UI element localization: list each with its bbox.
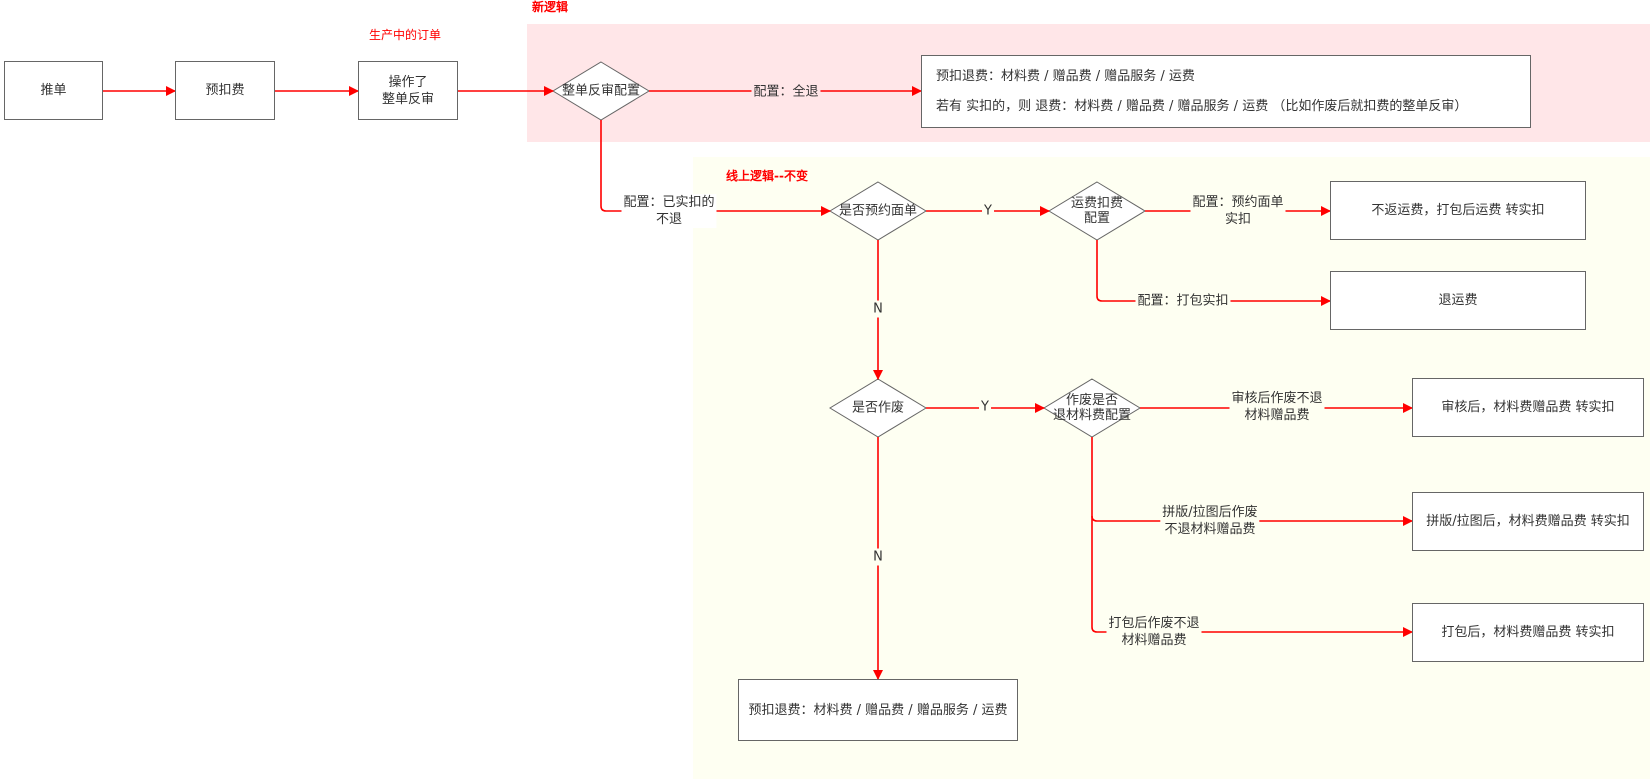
edge-void-config-imposition (1091, 515, 1413, 526)
edge-label-actual-no-refund: 配置：已实扣的 不退 (621, 194, 717, 228)
is-waybill-label: 是否预约面单 (838, 203, 918, 219)
edge-void-config-trunk (1091, 437, 1098, 633)
after-packing-result-box: 打包后，材料费赠品费 转实扣 (1412, 603, 1644, 662)
pre-deduct-node: 预扣费 (175, 61, 275, 120)
is-void-label: 是否作废 (851, 400, 905, 416)
edge-label-waybill-actual: 配置：预约面单 实扣 (1190, 194, 1286, 228)
online-logic-title: 线上逻辑--不变 (726, 169, 808, 183)
edge-label-packing-void: 打包后作废不退 材料赠品费 (1106, 615, 1202, 649)
edge-label-n1: N (871, 300, 885, 318)
full-refund-result-box: 预扣退费：材料费 / 赠品费 / 赠品服务 / 运费 若有 实扣的，则 退费：材… (921, 55, 1531, 128)
edge-label-review-void: 审核后作废不退 材料赠品费 (1229, 390, 1325, 424)
edge-label-y1: Y (982, 202, 994, 220)
full-refund-line-1: 预扣退费：材料费 / 赠品费 / 赠品服务 / 运费 (936, 69, 1195, 84)
after-imposition-result-box: 拼版/拉图后，材料费赠品费 转实扣 (1412, 492, 1644, 551)
edge-label-full-refund: 配置：全退 (751, 83, 821, 101)
edge-label-packing-actual: 配置：打包实扣 (1135, 292, 1231, 310)
shipping-config-label: 运费扣费 配置 (1070, 196, 1124, 226)
edge-shipping-packing-actual (1096, 240, 1331, 306)
full-refund-line-2: 若有 实扣的，则 退费：材料费 / 赠品费 / 赠品服务 / 运费 （比如作废后… (936, 99, 1468, 114)
online-logic-region (693, 157, 1650, 779)
final-refund-result-box: 预扣退费：材料费 / 赠品费 / 赠品服务 / 运费 (738, 679, 1018, 741)
refund-shipping-box: 退运费 (1330, 271, 1586, 330)
void-config-label: 作废是否 退材料费配置 (1052, 393, 1132, 423)
no-refund-shipping-box: 不返运费，打包后运费 转实扣 (1330, 181, 1586, 240)
edge-config-actual-no-refund (600, 120, 831, 216)
after-review-result-box: 审核后，材料费赠品费 转实扣 (1412, 378, 1644, 437)
edge-label-y2: Y (979, 398, 991, 416)
in-production-note: 生产中的订单 (369, 28, 442, 42)
new-logic-title: 新逻辑 (532, 0, 569, 14)
config-decision-label: 整单反审配置 (561, 83, 641, 99)
operated-reverse-review-node: 操作了 整单反审 (358, 61, 458, 120)
edge-label-imposition-void: 拼版/拉图后作废 不退材料赠品费 (1160, 504, 1260, 538)
edge-label-n2: N (871, 548, 885, 566)
push-order-node: 推单 (4, 61, 103, 120)
